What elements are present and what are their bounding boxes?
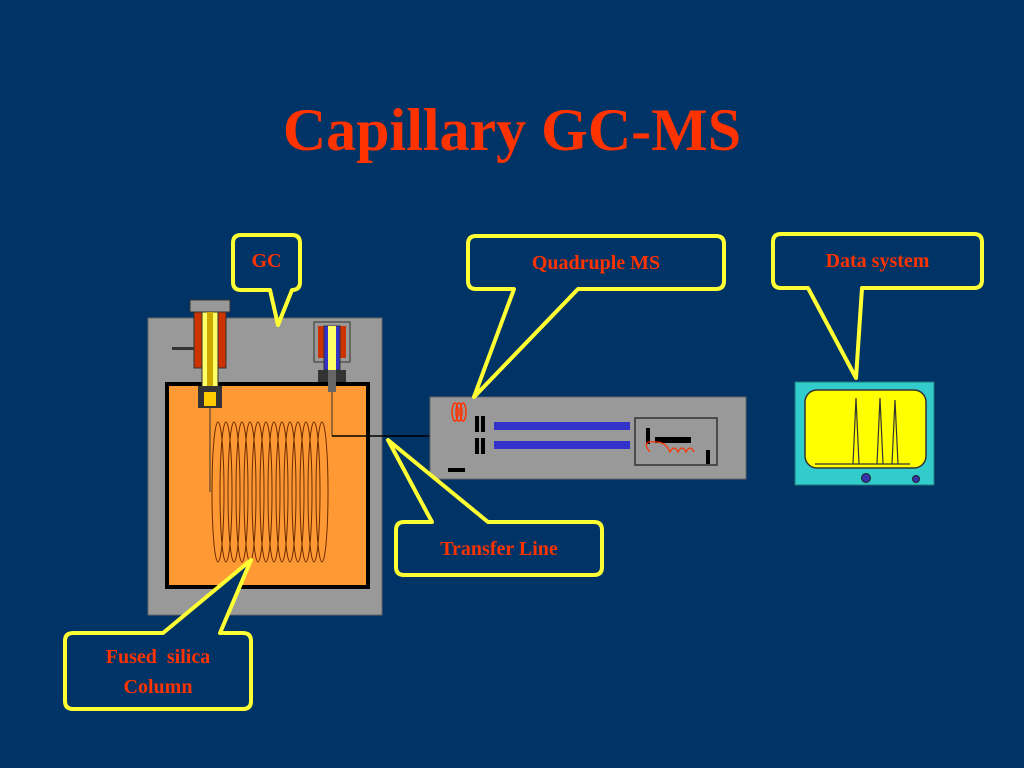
mass-spectrometer [429,396,747,480]
callout-gc-box [231,233,302,327]
chromatogram-peaks [815,397,910,465]
ms-detector [634,417,718,466]
callout-transfer-line-box [386,438,604,577]
callout-data-system-box [771,232,984,380]
monitor-knob-small [912,475,920,483]
callout-data-system-label: Data system [825,250,930,272]
callout-ms-box [466,234,726,399]
callout-transfer-line-label: Transfer Line [440,538,558,560]
quadrupole-rod-lower [494,441,630,449]
monitor-knob-large [861,473,871,483]
column-coil [211,421,329,563]
gc-instrument [147,299,445,616]
column-outlet-fitting [313,321,351,392]
callout-gc-label: GC [251,250,282,272]
callout-column-label-line2: Column [123,676,193,698]
callout-ms-label: Quadruple MS [531,252,661,274]
callout-column-label-line1: Fused silica [105,646,211,668]
callout-shapes [63,232,984,711]
quadrupole-rod-upper [494,422,630,430]
callout-column-box [63,558,253,711]
slide-title: Capillary GC-MS [282,97,742,163]
monitor-screen [804,389,927,469]
ion-source [451,402,467,422]
injector-port [172,299,231,408]
data-system-monitor [794,381,935,486]
gc-oven [165,382,370,589]
